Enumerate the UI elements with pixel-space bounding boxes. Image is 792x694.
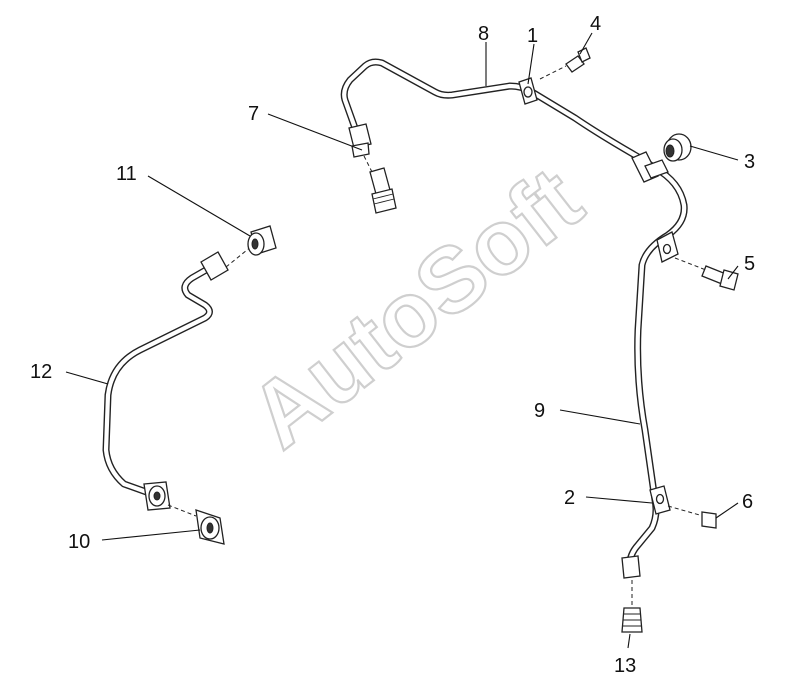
- leader-3: [689, 145, 739, 161]
- callout-2: 2: [564, 487, 575, 509]
- bolt-4: [539, 47, 591, 80]
- fitting-7: [348, 123, 397, 214]
- leader-5: [727, 265, 739, 280]
- pipe-9: [626, 164, 688, 574]
- callout-11: 11: [116, 163, 137, 185]
- leader-2: [585, 496, 653, 504]
- fitting-10: [143, 481, 225, 545]
- clip-5: [656, 231, 739, 291]
- callout-12: 12: [30, 361, 52, 383]
- callout-8: 8: [478, 23, 489, 45]
- leader-10: [101, 529, 201, 541]
- leader-13: [627, 633, 631, 649]
- callout-7: 7: [248, 103, 259, 125]
- pipe-12: [102, 262, 217, 498]
- leader-1: [527, 43, 535, 85]
- fitting-13: [621, 555, 643, 633]
- leader-7: [267, 113, 363, 151]
- leader-12: [65, 371, 109, 385]
- leader-11: [147, 175, 251, 237]
- callout-13: 13: [614, 655, 636, 677]
- junction-nut: [631, 151, 669, 183]
- callouts: 1 2 3 4 5 6 7 8 9 10 11 12 13: [30, 13, 755, 677]
- callout-6: 6: [742, 491, 753, 513]
- callout-9: 9: [534, 400, 545, 422]
- fitting-11: [200, 225, 277, 281]
- callout-10: 10: [68, 531, 90, 553]
- callout-5: 5: [744, 253, 755, 275]
- callout-4: 4: [590, 13, 601, 35]
- clip-2: [649, 485, 717, 529]
- leader-9: [559, 409, 641, 425]
- callout-3: 3: [744, 151, 755, 173]
- bracket-1: [518, 77, 538, 105]
- callout-1: 1: [527, 25, 538, 47]
- leader-6: [715, 502, 739, 519]
- leader-lines: [65, 32, 739, 649]
- leader-4: [579, 32, 593, 55]
- cap-3: [663, 133, 692, 162]
- pipe-8: [340, 58, 659, 172]
